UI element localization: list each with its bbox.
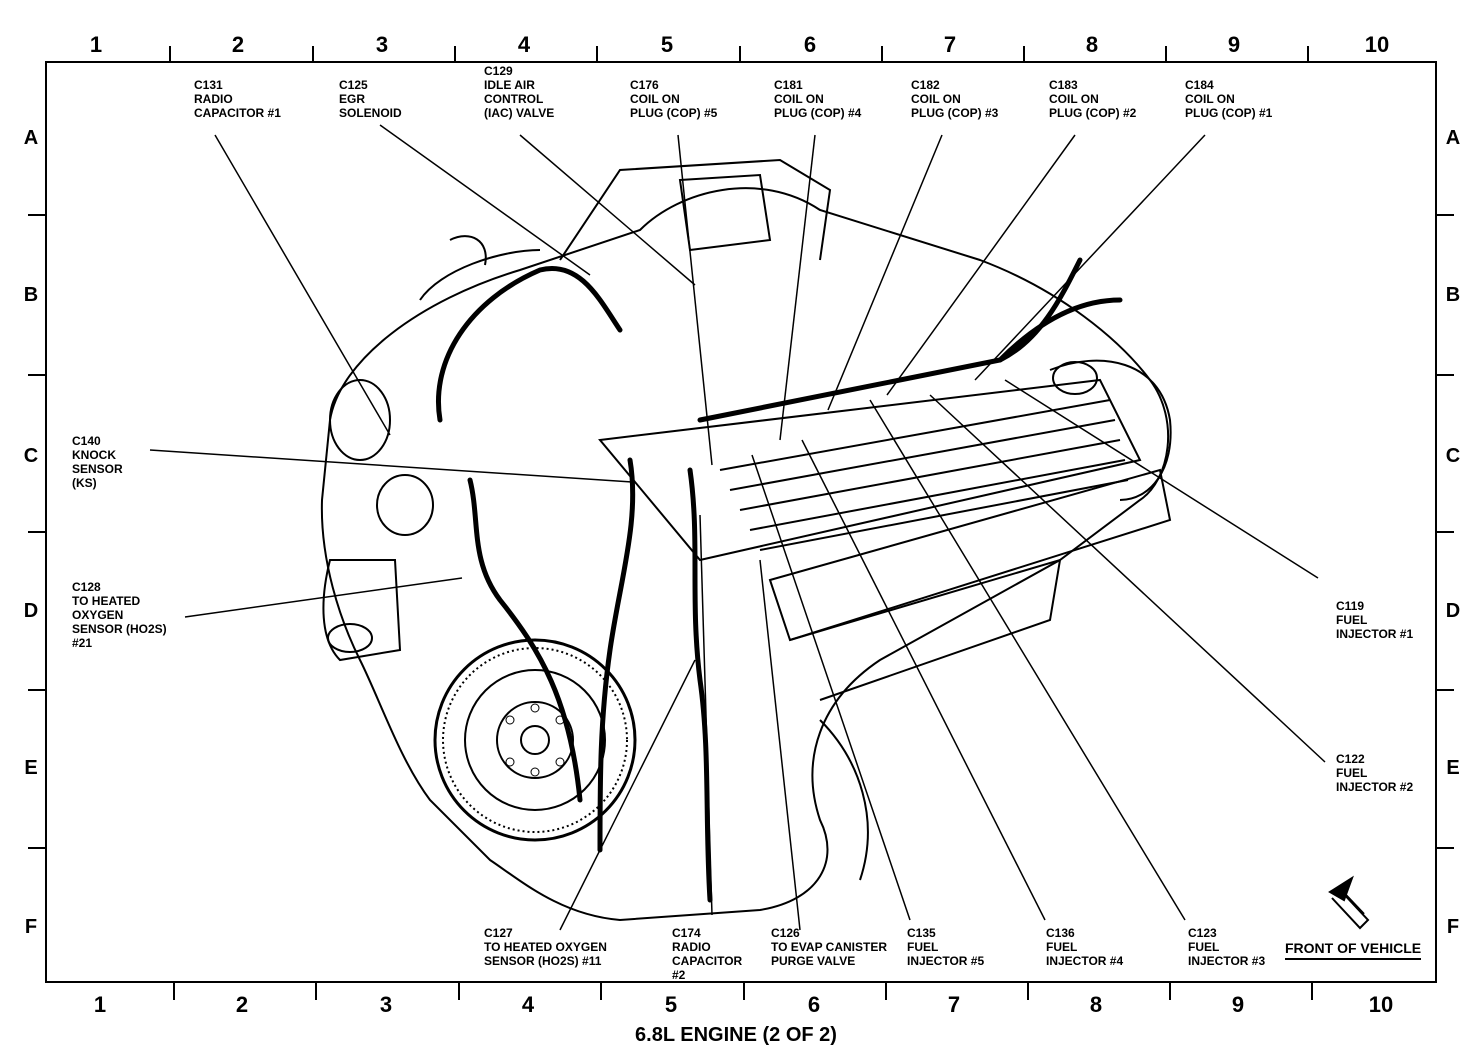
column-4-top: 4	[517, 32, 531, 57]
column-9-bottom: 9	[1231, 992, 1245, 1017]
row-e-left: E	[24, 757, 38, 779]
callout-c122: C122 FUEL INJECTOR #2	[1336, 752, 1414, 794]
column-4-bottom: 4	[521, 992, 535, 1017]
callout-c123: C123 FUEL INJECTOR #3	[1188, 926, 1266, 968]
diagram-title: 6.8L ENGINE (2 OF 2)	[635, 1024, 837, 1046]
column-10-bottom: 10	[1368, 992, 1394, 1017]
leader-lines	[149, 124, 1326, 931]
callout-c131: C131 RADIO CAPACITOR #1	[194, 78, 281, 120]
callout-c174: C174 RADIO CAPACITOR #2	[672, 926, 743, 982]
callout-c128: C128 TO HEATED OXYGEN SENSOR (HO2S) #21	[72, 580, 167, 650]
column-9-top: 9	[1227, 32, 1241, 57]
row-e-right: E	[1446, 757, 1460, 779]
callout-c184: C184 COIL ON PLUG (COP) #1	[1185, 78, 1273, 120]
callout-c183: C183 COIL ON PLUG (COP) #2	[1049, 78, 1137, 120]
callout-c125: C125 EGR SOLENOID	[339, 78, 402, 120]
callout-c140: C140 KNOCK SENSOR (KS)	[72, 434, 123, 490]
column-5-top: 5	[660, 32, 674, 57]
column-7-bottom: 7	[947, 992, 961, 1017]
flywheel	[433, 638, 637, 842]
column-7-top: 7	[943, 32, 957, 57]
row-a-left: A	[23, 127, 39, 149]
column-1-top: 1	[89, 32, 103, 57]
diagram-frame	[45, 61, 1437, 983]
front-of-vehicle-label: FRONT OF VEHICLE	[1285, 940, 1422, 960]
column-6-top: 6	[803, 32, 817, 57]
row-d-left: D	[23, 600, 39, 622]
callout-c181: C181 COIL ON PLUG (COP) #4	[774, 78, 862, 120]
column-10-top: 10	[1364, 32, 1390, 57]
column-1-bottom: 1	[93, 992, 107, 1017]
column-5-bottom: 5	[664, 992, 678, 1017]
column-3-bottom: 3	[379, 992, 393, 1017]
row-c-left: C	[23, 445, 39, 467]
wiring-harness	[436, 257, 1123, 903]
callout-c136: C136 FUEL INJECTOR #4	[1046, 926, 1124, 968]
callout-c182: C182 COIL ON PLUG (COP) #3	[911, 78, 999, 120]
callout-c127: C127 TO HEATED OXYGEN SENSOR (HO2S) #11	[484, 926, 607, 968]
row-f-left: F	[24, 916, 38, 938]
column-8-top: 8	[1085, 32, 1099, 57]
row-b-right: B	[1445, 284, 1461, 306]
column-8-bottom: 8	[1089, 992, 1103, 1017]
engine-illustration	[320, 158, 1172, 922]
front-arrow-icon	[1328, 875, 1370, 930]
callout-c129: C129 IDLE AIR CONTROL (IAC) VALVE	[484, 64, 555, 120]
callout-c135: C135 FUEL INJECTOR #5	[907, 926, 985, 968]
row-a-right: A	[1445, 127, 1461, 149]
row-d-right: D	[1445, 600, 1461, 622]
column-2-top: 2	[231, 32, 245, 57]
callout-c126: C126 TO EVAP CANISTER PURGE VALVE	[771, 926, 888, 968]
row-f-right: F	[1446, 916, 1460, 938]
callout-c176: C176 COIL ON PLUG (COP) #5	[630, 78, 718, 120]
grid-ticks	[28, 46, 1454, 1000]
row-b-left: B	[23, 284, 39, 306]
column-2-bottom: 2	[235, 992, 249, 1017]
column-3-top: 3	[375, 32, 389, 57]
column-6-bottom: 6	[807, 992, 821, 1017]
callout-c119: C119 FUEL INJECTOR #1	[1336, 599, 1414, 641]
row-c-right: C	[1445, 445, 1461, 467]
